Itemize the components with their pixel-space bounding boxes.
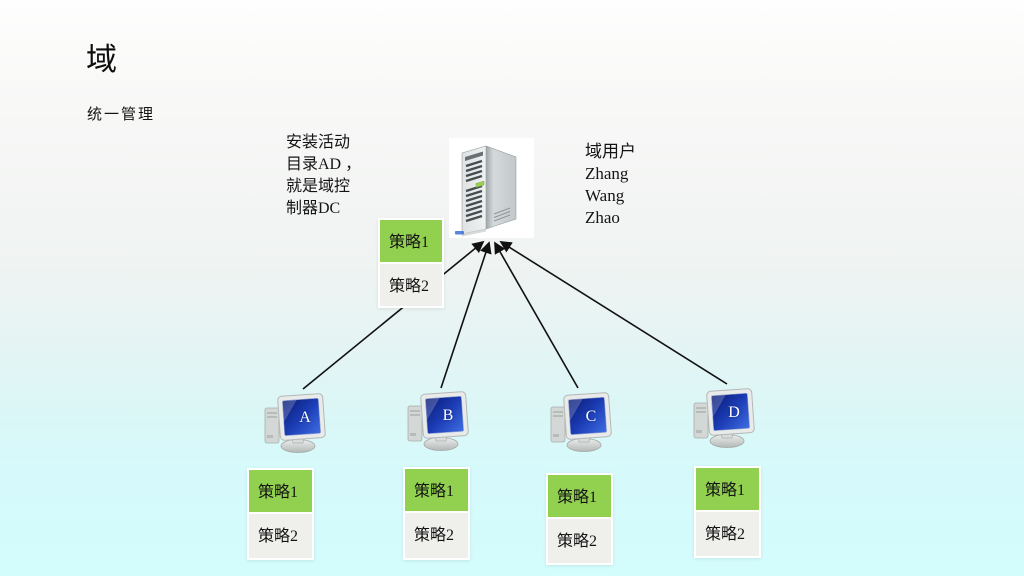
policy-table-b: 策略1 策略2 xyxy=(403,467,470,560)
slide-title: 域 xyxy=(86,42,117,77)
dc-note-line: 就是域控 xyxy=(286,178,351,195)
domain-users-line: Zhang xyxy=(585,164,629,183)
arrow-a-to-server xyxy=(302,240,485,390)
workstation-c: C xyxy=(548,390,613,455)
desktop-computer-icon xyxy=(691,386,756,451)
arrow-c-to-server xyxy=(494,241,579,389)
policy-table-a: 策略1 策略2 xyxy=(247,468,314,560)
policy-row-1: 策略1 xyxy=(548,475,611,519)
policy-row-2: 策略2 xyxy=(548,519,611,563)
policy-row-1: 策略1 xyxy=(696,468,759,512)
dc-note-line: 制器DC xyxy=(286,200,341,217)
dc-note-line: 目录AD ， xyxy=(286,156,362,173)
domain-controller-server xyxy=(449,138,534,238)
policy-row-2: 策略2 xyxy=(405,513,468,558)
workstation-d: D xyxy=(691,386,756,451)
dc-note-line: 安装活动 xyxy=(286,134,351,151)
desktop-computer-icon xyxy=(405,389,470,454)
dc-note: 安装活动 目录AD ， 就是域控 制器DC xyxy=(286,132,361,220)
policy-row-1: 策略1 xyxy=(405,469,468,513)
desktop-computer-icon xyxy=(262,391,327,456)
workstation-a: A xyxy=(262,391,327,456)
server-tower-icon xyxy=(449,138,534,238)
domain-users-text: 域用户 Zhang Wang Zhao xyxy=(585,141,636,229)
policy-table-c: 策略1 策略2 xyxy=(546,473,613,565)
arrow-d-to-server xyxy=(499,241,728,385)
policy-row-1: 策略1 xyxy=(380,220,442,264)
desktop-computer-icon xyxy=(548,390,613,455)
workstation-b: B xyxy=(405,389,470,454)
domain-users-line: 域用户 xyxy=(585,142,636,161)
slide-subtitle: 统一管理 xyxy=(87,107,156,123)
domain-users-line: Zhao xyxy=(585,208,620,227)
policy-row-1: 策略1 xyxy=(249,470,312,514)
policy-row-2: 策略2 xyxy=(696,512,759,556)
policy-row-2: 策略2 xyxy=(380,264,442,306)
policy-table-d: 策略1 策略2 xyxy=(694,466,761,558)
policy-table-dc: 策略1 策略2 xyxy=(378,218,444,308)
arrow-b-to-server xyxy=(440,241,492,389)
domain-users-line: Wang xyxy=(585,186,625,205)
policy-row-2: 策略2 xyxy=(249,514,312,558)
